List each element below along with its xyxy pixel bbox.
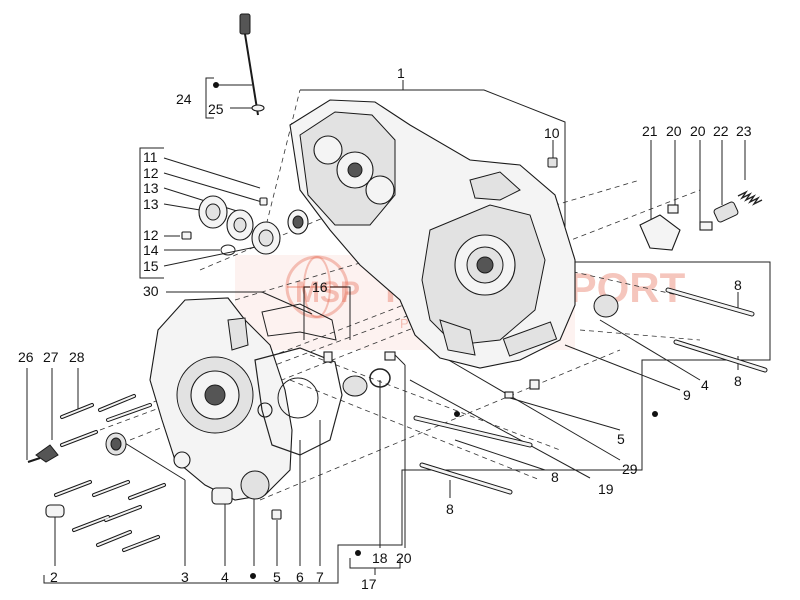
callout-21: 21 [642, 123, 658, 139]
callout-29: 29 [622, 461, 638, 477]
callout-16: 16 [312, 279, 328, 295]
callout-25: 25 [208, 101, 224, 117]
callout-labels: 1 2 3 4 4 5 5 6 7 8 8 8 8 9 10 11 12 12 … [18, 65, 752, 592]
callout-9: 9 [683, 387, 691, 403]
callout-19: 19 [598, 481, 614, 497]
callout-8-mid-right: 8 [734, 373, 742, 389]
dipstick [213, 13, 265, 116]
callout-20-top-a: 20 [666, 123, 682, 139]
callout-14: 14 [143, 242, 159, 258]
callout-22: 22 [713, 123, 729, 139]
leader-lines [26, 77, 771, 584]
callout-12-mid: 12 [143, 227, 159, 243]
crankcase-gasket [254, 303, 343, 456]
callout-13-second: 13 [143, 196, 159, 212]
callout-1: 1 [397, 65, 405, 81]
callout-6: 6 [296, 569, 304, 585]
callout-4-bottom: 4 [221, 569, 229, 585]
callout-28: 28 [69, 349, 85, 365]
callout-11: 11 [143, 149, 158, 165]
callout-20-top-b: 20 [690, 123, 706, 139]
callout-24: 24 [176, 91, 192, 107]
left-crankcase-half [149, 297, 293, 501]
callout-10: 10 [544, 125, 560, 141]
watermark-badge: MSP [295, 276, 360, 309]
callout-5-bottom: 5 [273, 569, 281, 585]
callout-13-top: 13 [143, 180, 159, 196]
callout-26: 26 [18, 349, 34, 365]
bolts-and-studs [27, 287, 768, 579]
callout-7: 7 [316, 569, 324, 585]
callout-8-top-right: 8 [734, 277, 742, 293]
callout-18: 18 [372, 550, 388, 566]
callout-12-top: 12 [143, 165, 159, 181]
callout-2: 2 [50, 569, 58, 585]
callout-15: 15 [143, 258, 159, 274]
callout-3: 3 [181, 569, 189, 585]
cover-plate-spring-pin [547, 157, 763, 251]
callout-23: 23 [736, 123, 752, 139]
callout-17: 17 [361, 576, 377, 592]
transmission-casing [289, 99, 576, 369]
callout-8-bottom: 8 [446, 501, 454, 517]
callout-30: 30 [143, 283, 159, 299]
callout-4-right: 4 [701, 377, 709, 393]
callout-8-center: 8 [551, 469, 559, 485]
callout-20-bottom: 20 [396, 550, 412, 566]
callout-27: 27 [43, 349, 59, 365]
callout-5-right: 5 [617, 431, 625, 447]
bearings-and-seals [181, 195, 309, 256]
